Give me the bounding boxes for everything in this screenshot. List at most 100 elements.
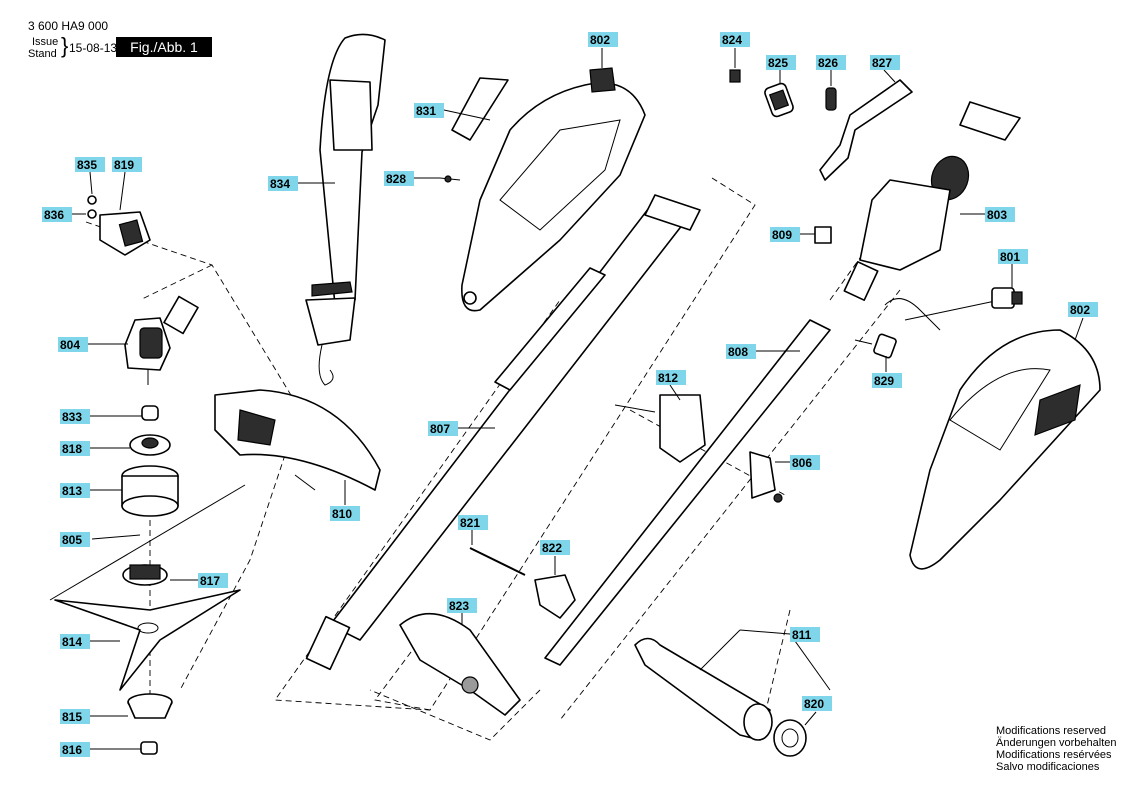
- svg-text:836: 836: [44, 208, 64, 222]
- callout-810: 810: [330, 506, 360, 521]
- callout-809: 809: [770, 227, 800, 242]
- svg-text:807: 807: [430, 422, 450, 436]
- svg-text:835: 835: [77, 158, 97, 172]
- guard-810: [214, 389, 381, 491]
- bracket-812: [614, 394, 706, 463]
- callout-820: 820: [802, 696, 832, 711]
- svg-text:810: 810: [332, 507, 352, 521]
- callout-814: 814: [60, 634, 90, 649]
- callout-831: 831: [414, 103, 444, 118]
- callout-826: 826: [816, 55, 846, 70]
- knob-822: [534, 574, 576, 619]
- callout-801: 801: [998, 249, 1028, 264]
- svg-text:829: 829: [874, 374, 894, 388]
- svg-text:826: 826: [818, 56, 838, 70]
- svg-text:813: 813: [62, 484, 82, 498]
- svg-text:804: 804: [60, 338, 80, 352]
- cap-820: [773, 719, 807, 757]
- callout-824: 824: [720, 32, 750, 47]
- bearing-818: [129, 434, 171, 456]
- figure-label: Fig./Abb. 1: [116, 37, 212, 57]
- svg-text:821: 821: [460, 516, 480, 530]
- assembly-dashed-lines: [85, 177, 901, 741]
- hub-815: [127, 693, 173, 719]
- svg-text:802: 802: [590, 33, 610, 47]
- callout-833: 833: [60, 409, 90, 424]
- svg-text:816: 816: [62, 743, 82, 757]
- washer-836: [87, 209, 97, 219]
- housing-shell-802: [461, 67, 646, 312]
- svg-text:824: 824: [722, 33, 742, 47]
- callout-829: 829: [872, 373, 902, 388]
- note-line-es: Salvo modificaciones: [996, 761, 1100, 773]
- svg-text:801: 801: [1000, 250, 1020, 264]
- svg-text:811: 811: [792, 628, 812, 642]
- blade-814: [54, 589, 241, 691]
- svg-text:802: 802: [1070, 303, 1090, 317]
- modifications-note: Modifications reserved Änderungen vorbeh…: [996, 725, 1116, 773]
- svg-text:820: 820: [804, 697, 824, 711]
- callout-818: 818: [60, 441, 90, 456]
- document-number: 3 600 HA9 000: [28, 19, 109, 33]
- issue-date: 15-08-13: [69, 41, 118, 55]
- svg-text:809: 809: [772, 228, 792, 242]
- callout-817: 817: [198, 573, 228, 588]
- spring-826: [825, 87, 837, 111]
- svg-text:828: 828: [386, 172, 406, 186]
- svg-text:803: 803: [987, 208, 1007, 222]
- callout-807: 807: [428, 421, 458, 436]
- svg-text:812: 812: [658, 371, 678, 385]
- clip-809: [814, 226, 832, 244]
- svg-text:827: 827: [872, 56, 892, 70]
- callout-815: 815: [60, 709, 90, 724]
- catch-806: [749, 451, 783, 503]
- spring-824: [729, 69, 741, 83]
- lever-827: [819, 79, 913, 181]
- callout-816: 816: [60, 742, 90, 757]
- motor-803: [843, 101, 1021, 301]
- bushing-833: [141, 405, 159, 421]
- callout-821: 821: [458, 515, 488, 530]
- cable-801: [884, 287, 1023, 331]
- adapter-817: [122, 564, 168, 586]
- roller-825: [764, 82, 794, 118]
- note-line-en: Modifications reserved: [996, 725, 1107, 737]
- svg-text:822: 822: [542, 541, 562, 555]
- svg-text:808: 808: [728, 345, 748, 359]
- aux-handle-811: [634, 637, 773, 741]
- callout-803: 803: [985, 207, 1015, 222]
- foam-strip: [494, 267, 606, 391]
- callout-823: 823: [447, 598, 477, 613]
- screw-828: [439, 175, 461, 183]
- svg-text:831: 831: [416, 104, 436, 118]
- svg-text:833: 833: [62, 410, 82, 424]
- callout-813: 813: [60, 483, 90, 498]
- callout-836: 836: [42, 207, 72, 222]
- svg-text:819: 819: [114, 158, 134, 172]
- callout-827: 827: [870, 55, 900, 70]
- svg-text:823: 823: [449, 599, 469, 613]
- svg-text:817: 817: [200, 574, 220, 588]
- note-line-de: Änderungen vorbehalten: [996, 737, 1117, 749]
- callout-802-right: 802: [1068, 302, 1098, 317]
- wire-805: [49, 484, 246, 601]
- callout-834: 834: [268, 176, 298, 191]
- spool-813: [121, 465, 179, 517]
- callout-808: 808: [726, 344, 756, 359]
- svg-text:825: 825: [768, 56, 788, 70]
- svg-text:805: 805: [62, 533, 82, 547]
- svg-text:818: 818: [62, 442, 82, 456]
- callout-819: 819: [112, 157, 142, 172]
- callout-804: 804: [58, 337, 88, 352]
- callout-805: 805: [60, 532, 90, 547]
- leader-lines: [72, 48, 1084, 750]
- callout-825: 825: [766, 55, 796, 70]
- svg-text:834: 834: [270, 177, 290, 191]
- callout-802: 802: [588, 32, 618, 47]
- shoulder-strap-834: [305, 33, 386, 386]
- shaft-808: [544, 319, 831, 666]
- handle-823: [399, 612, 521, 716]
- clip-829: [854, 333, 897, 359]
- callout-812: 812: [656, 370, 686, 385]
